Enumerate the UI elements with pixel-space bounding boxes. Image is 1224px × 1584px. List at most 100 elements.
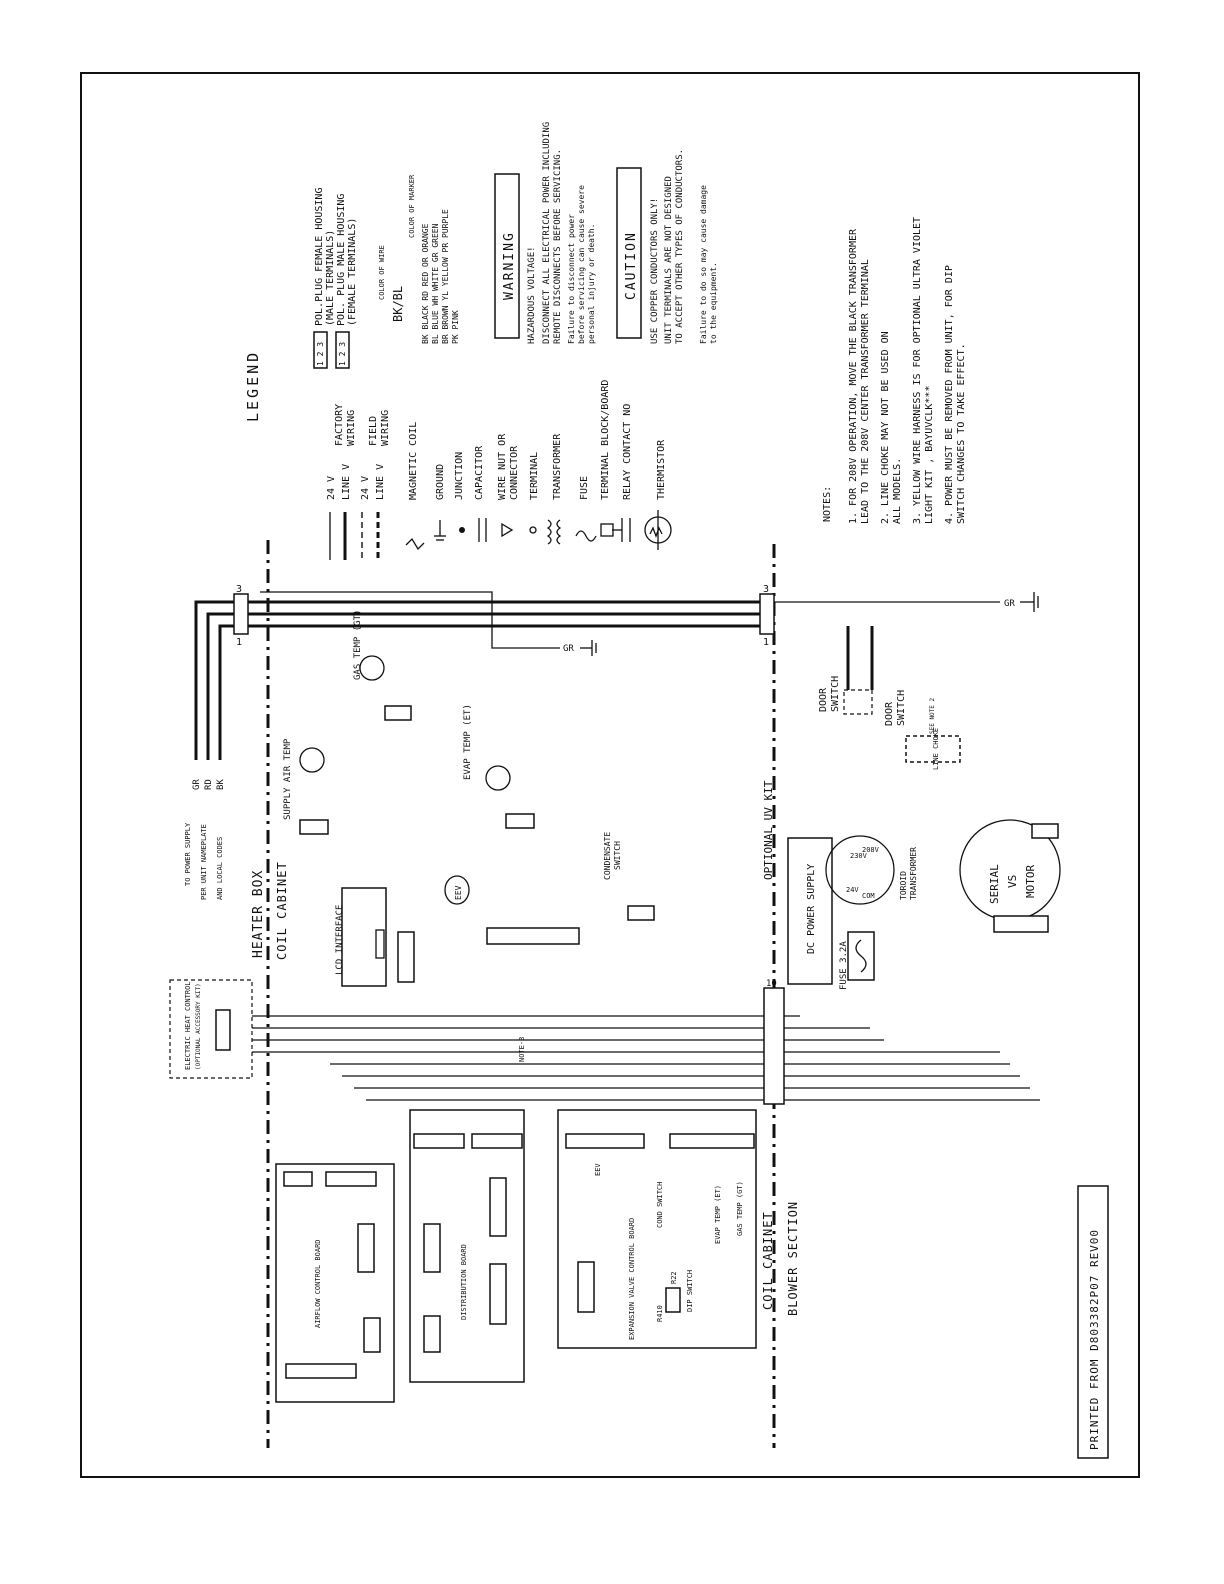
- svg-text:ELECTRIC HEAT CONTROL: ELECTRIC HEAT CONTROL: [184, 981, 192, 1070]
- svg-text:(OPTIONAL ACCESSORY KIT): (OPTIONAL ACCESSORY KIT): [195, 983, 202, 1070]
- capacitor-icon: [478, 518, 487, 542]
- svg-text:EVAP TEMP (ET): EVAP TEMP (ET): [463, 704, 473, 780]
- thermistor-icon: [644, 510, 672, 550]
- svg-text:SWITCH CHANGES TO TAKE EFFECT.: SWITCH CHANGES TO TAKE EFFECT.: [956, 343, 967, 524]
- svg-text:RD: RD: [204, 779, 214, 790]
- svg-text:FACTORY: FACTORY: [334, 404, 345, 446]
- terminal-icon: [529, 526, 537, 534]
- svg-text:TO POWER SUPPLY: TO POWER SUPPLY: [184, 822, 192, 886]
- airflow-control-board: [275, 1163, 395, 1403]
- svg-text:GR: GR: [1004, 599, 1015, 609]
- svg-text:1: 1: [236, 637, 242, 648]
- svg-text:DC POWER SUPPLY: DC POWER SUPPLY: [806, 864, 817, 954]
- power-feed: 3 1 3 1 GR GR GR RD BK TO POWER SUPPLY P…: [184, 584, 1039, 900]
- svg-text:AIRFLOW CONTROL BOARD: AIRFLOW CONTROL BOARD: [314, 1239, 322, 1328]
- svg-text:WIRING: WIRING: [380, 410, 391, 446]
- svg-text:TO ACCEPT OTHER TYPES OF CONDU: TO ACCEPT OTHER TYPES OF CONDUCTORS.: [675, 149, 685, 344]
- svg-text:Failure to disconnect power: Failure to disconnect power: [567, 214, 576, 344]
- svg-text:SUPPLY AIR TEMP: SUPPLY AIR TEMP: [283, 738, 293, 820]
- svg-text:(FEMALE TERMINALS): (FEMALE TERMINALS): [347, 218, 358, 326]
- legend-title: LEGEND: [244, 350, 262, 422]
- svg-text:WIRE NUT OR: WIRE NUT OR: [497, 433, 508, 500]
- warning-box: [494, 173, 520, 339]
- svg-text:R410: R410: [656, 1305, 664, 1322]
- svg-text:24 V: 24 V: [326, 476, 337, 500]
- terminal-block-10: [763, 987, 785, 1105]
- svg-text:LEAD TO THE 208V CENTER TRANSF: LEAD TO THE 208V CENTER TRANSFORMER TERM…: [860, 259, 871, 524]
- svg-text:PK PINK: PK PINK: [451, 310, 460, 344]
- evap-temp-plug: [505, 813, 535, 829]
- svg-text:10: 10: [766, 979, 777, 989]
- svg-text:1 2 3: 1 2 3: [316, 342, 325, 366]
- lcd-plug: [397, 931, 415, 983]
- svg-text:SEE NOTE 2: SEE NOTE 2: [929, 697, 936, 734]
- svg-text:EEV: EEV: [454, 885, 463, 900]
- svg-text:REMOTE DISCONNECTS BEFORE SERV: REMOTE DISCONNECTS BEFORE SERVICING.: [553, 149, 563, 344]
- svg-text:USE COPPER CONDUCTORS ONLY!: USE COPPER CONDUCTORS ONLY!: [650, 198, 660, 344]
- relay-contact-icon: [612, 518, 631, 542]
- svg-text:VS: VS: [1006, 875, 1019, 888]
- svg-text:LIGHT KIT , BAYUVCLK***: LIGHT KIT , BAYUVCLK***: [924, 386, 935, 524]
- motor-plug: [993, 915, 1049, 933]
- svg-text:DIP SWITCH: DIP SWITCH: [686, 1270, 694, 1312]
- svg-text:SWITCH: SWITCH: [613, 841, 622, 870]
- svg-text:AND LOCAL CODES: AND LOCAL CODES: [216, 837, 224, 900]
- eev-plug: [486, 927, 580, 945]
- svg-text:Failure to do so may cause dam: Failure to do so may cause damage: [699, 185, 708, 344]
- svg-text:BR BROWN YL YELLOW PR P: BR BROWN YL YELLOW PR PURPLE: [441, 209, 450, 344]
- svg-text:DOOR: DOOR: [884, 701, 895, 726]
- supply-air-plug: [299, 819, 329, 835]
- heat-control-plug: [215, 1009, 231, 1051]
- svg-text:1. FOR 208V OPERATION, MOVE TH: 1. FOR 208V OPERATION, MOVE THE BLACK TR…: [848, 228, 859, 524]
- svg-text:FUSE: FUSE: [579, 476, 590, 500]
- svg-text:RELAY CONTACT NO: RELAY CONTACT NO: [622, 404, 633, 500]
- diagram-frame: [80, 72, 1140, 1478]
- svg-text:THERMISTOR: THERMISTOR: [656, 439, 667, 500]
- svg-text:24 V: 24 V: [360, 476, 371, 500]
- notes: NOTES: 1. FOR 208V OPERATION, MOVE THE B…: [822, 217, 967, 524]
- transformer-icon: [546, 519, 562, 545]
- thermistor-icon: [359, 655, 385, 681]
- svg-text:personal injury or death.: personal injury or death.: [587, 224, 596, 344]
- ground-icon: [1020, 592, 1039, 612]
- svg-text:EVAP TEMP (ET): EVAP TEMP (ET): [714, 1185, 722, 1244]
- svg-text:WIRING: WIRING: [346, 410, 357, 446]
- svg-text:GAS TEMP (GT): GAS TEMP (GT): [353, 610, 363, 680]
- svg-text:ALL MODELS.: ALL MODELS.: [892, 458, 903, 524]
- svg-text:230V: 230V: [850, 852, 868, 860]
- line-choke: [905, 735, 961, 763]
- dc-power-supply: [787, 837, 833, 985]
- svg-text:DOOR: DOOR: [818, 687, 829, 712]
- svg-text:TERMINAL: TERMINAL: [529, 452, 540, 500]
- svg-text:HAZARDOUS VOLTAGE!: HAZARDOUS VOLTAGE!: [527, 246, 537, 344]
- svg-text:BK: BK: [216, 779, 226, 790]
- eev-icon: [444, 875, 470, 905]
- svg-text:CAUTION: CAUTION: [624, 231, 639, 300]
- svg-text:COIL CABINET: COIL CABINET: [275, 861, 289, 960]
- ground-icon: [580, 640, 597, 656]
- svg-text:FIELD: FIELD: [368, 416, 379, 446]
- ground-icon: [434, 520, 446, 541]
- svg-text:DISTRIBUTION BOARD: DISTRIBUTION BOARD: [460, 1244, 468, 1320]
- thermistor-icon: [299, 747, 325, 773]
- svg-text:GR: GR: [563, 644, 574, 654]
- svg-text:COIL CABINET: COIL CABINET: [761, 1211, 775, 1310]
- svg-text:LINE V: LINE V: [341, 464, 352, 500]
- svg-text:TRANSFORMER: TRANSFORMER: [552, 433, 563, 500]
- svg-text:CAPACITOR: CAPACITOR: [474, 445, 485, 500]
- svg-text:EXPANSION VALVE CONTROL BOARD: EXPANSION VALVE CONTROL BOARD: [628, 1218, 636, 1340]
- svg-text:CONDENSATE: CONDENSATE: [603, 832, 612, 880]
- svg-text:COND SWITCH: COND SWITCH: [656, 1182, 664, 1228]
- svg-text:BL BLUE WH WHITE GR G: BL BLUE WH WHITE GR GREEN: [431, 223, 440, 344]
- svg-text:208V: 208V: [862, 846, 880, 854]
- svg-text:JUNCTION: JUNCTION: [454, 452, 465, 500]
- svg-text:LCD INTERFACE: LCD INTERFACE: [335, 905, 345, 975]
- svg-text:PER UNIT NAMEPLATE: PER UNIT NAMEPLATE: [200, 824, 208, 900]
- wire-nut-icon: [501, 522, 514, 538]
- svg-text:4. POWER MUST BE REMOVED FROM: 4. POWER MUST BE REMOVED FROM UNIT, FOR …: [944, 265, 955, 524]
- svg-text:SWITCH: SWITCH: [896, 690, 907, 726]
- motor-power-plug: [1031, 823, 1059, 839]
- junction-icon: [459, 527, 465, 533]
- svg-text:COLOR OF MARKER: COLOR OF MARKER: [408, 174, 416, 238]
